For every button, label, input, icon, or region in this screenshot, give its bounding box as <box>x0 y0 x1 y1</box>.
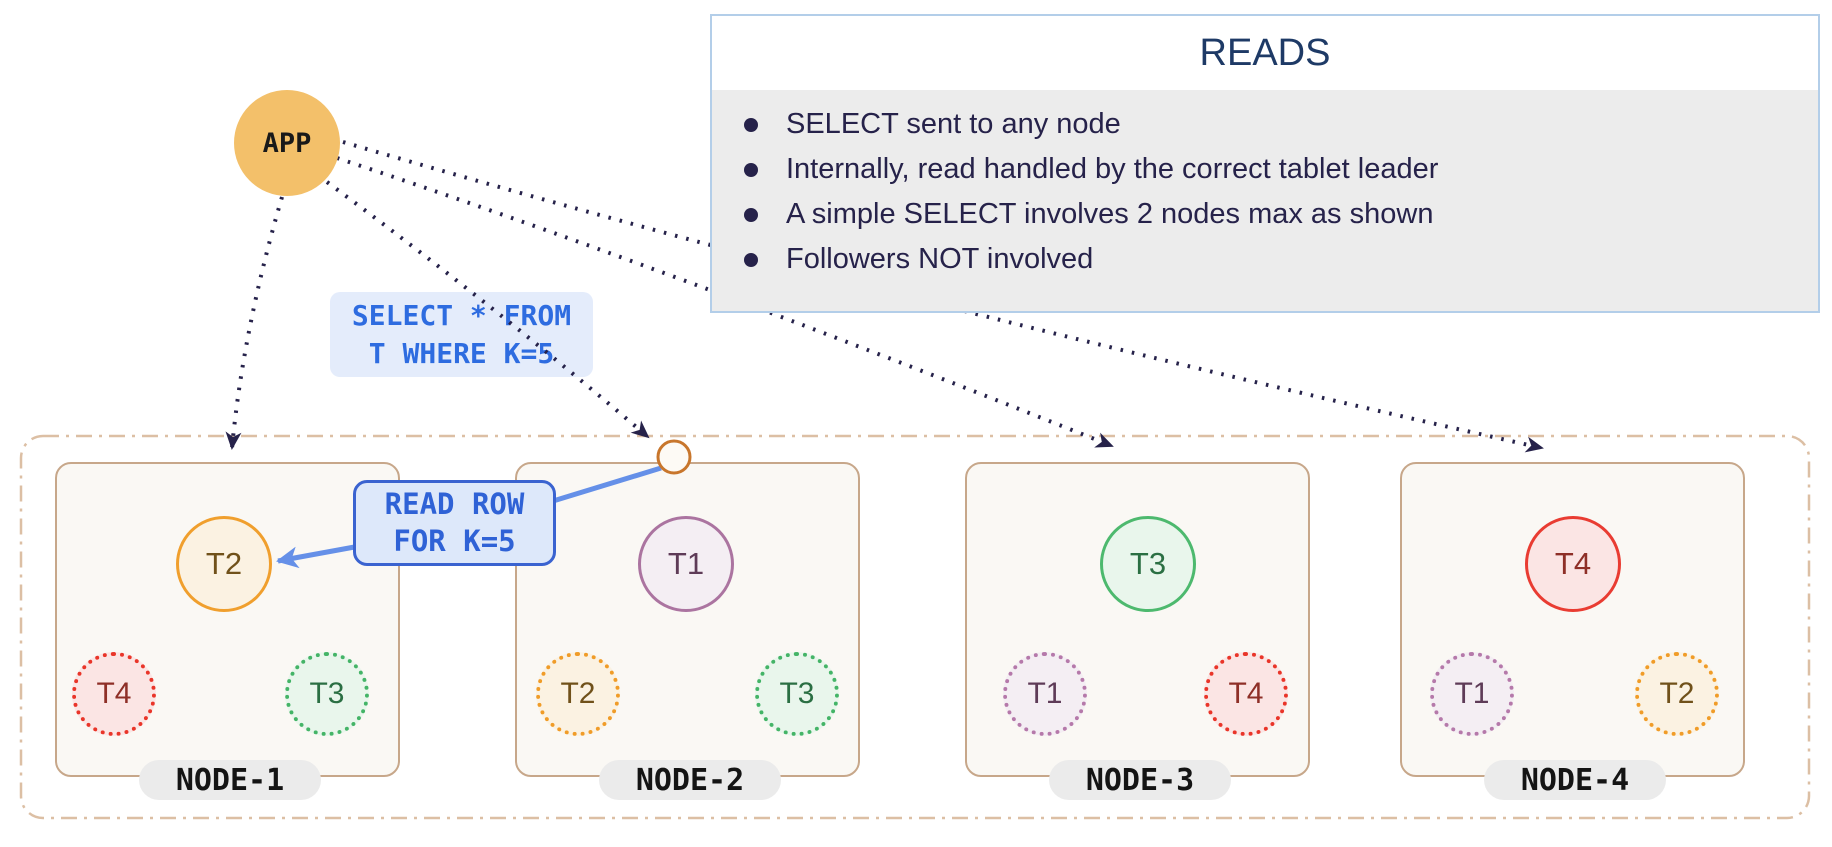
bullet-dot-icon <box>744 162 758 177</box>
reads-panel: READS SELECT sent to any node Internally… <box>710 14 1820 313</box>
tablet-label: T3 <box>309 677 345 710</box>
select-query-label: SELECT * FROM T WHERE K=5 <box>330 292 593 377</box>
tablet-follower-t4: T4 <box>1204 652 1288 736</box>
app-circle: APP <box>234 90 340 196</box>
reads-bullet: SELECT sent to any node <box>712 102 1818 147</box>
bullet-dot-icon <box>744 117 758 132</box>
tablet-label: T1 <box>1027 677 1063 710</box>
node-4-label: NODE-4 <box>1484 760 1666 800</box>
node-4-box: T4 T1 T2 NODE-4 <box>1400 462 1745 800</box>
tablet-label: T2 <box>205 546 243 581</box>
reads-panel-body: SELECT sent to any node Internally, read… <box>712 90 1818 282</box>
tablet-leader-t4: T4 <box>1525 516 1621 612</box>
read-row-label: READ ROW FOR K=5 <box>353 480 556 566</box>
node-2-label: NODE-2 <box>599 760 781 800</box>
tablet-label: T4 <box>1228 677 1264 710</box>
select-query-line1: SELECT * FROM <box>351 298 572 332</box>
tablet-label: T3 <box>779 677 815 710</box>
tablet-label: T2 <box>1659 677 1695 710</box>
tablet-follower-t2: T2 <box>536 652 620 736</box>
reads-bullet: A simple SELECT involves 2 nodes max as … <box>712 192 1818 237</box>
node-2-box: T1 T2 T3 NODE-2 <box>515 462 860 800</box>
tablet-label: T4 <box>96 677 132 710</box>
tablet-follower-t3: T3 <box>285 652 369 736</box>
tablet-follower-t4: T4 <box>72 652 156 736</box>
tablet-follower-t1: T1 <box>1003 652 1087 736</box>
read-row-line2: FOR K=5 <box>393 524 516 558</box>
node-3-label: NODE-3 <box>1049 760 1231 800</box>
read-row-line1: READ ROW <box>384 487 525 521</box>
tablet-follower-t2: T2 <box>1635 652 1719 736</box>
reads-bullet-text: SELECT sent to any node <box>786 108 1121 140</box>
node-3-box: T3 T1 T4 NODE-3 <box>965 462 1310 800</box>
reads-panel-title: READS <box>712 16 1818 90</box>
tablet-label: T1 <box>667 546 705 581</box>
reads-bullet: Followers NOT involved <box>712 237 1818 282</box>
node-1-label: NODE-1 <box>139 760 321 800</box>
reads-bullet: Internally, read handled by the correct … <box>712 147 1818 192</box>
bullet-dot-icon <box>744 252 758 267</box>
reads-bullet-list: SELECT sent to any node Internally, read… <box>712 102 1818 282</box>
reads-bullet-text: Followers NOT involved <box>786 243 1094 275</box>
tablet-label: T1 <box>1454 677 1490 710</box>
select-query-line2: T WHERE K=5 <box>368 336 555 370</box>
node-1-box: T2 T4 T3 NODE-1 <box>55 462 400 800</box>
tablet-leader-t2: T2 <box>176 516 272 612</box>
tablet-follower-t1: T1 <box>1430 652 1514 736</box>
tablet-leader-t3: T3 <box>1100 516 1196 612</box>
tablet-label: T3 <box>1129 546 1167 581</box>
tablet-label: T2 <box>560 677 596 710</box>
reads-bullet-text: A simple SELECT involves 2 nodes max as … <box>786 198 1434 230</box>
app-label: APP <box>262 127 312 159</box>
reads-bullet-text: Internally, read handled by the correct … <box>786 153 1439 185</box>
tablet-leader-t1: T1 <box>638 516 734 612</box>
tablet-follower-t3: T3 <box>755 652 839 736</box>
tablet-label: T4 <box>1554 546 1592 581</box>
bullet-dot-icon <box>744 207 758 222</box>
